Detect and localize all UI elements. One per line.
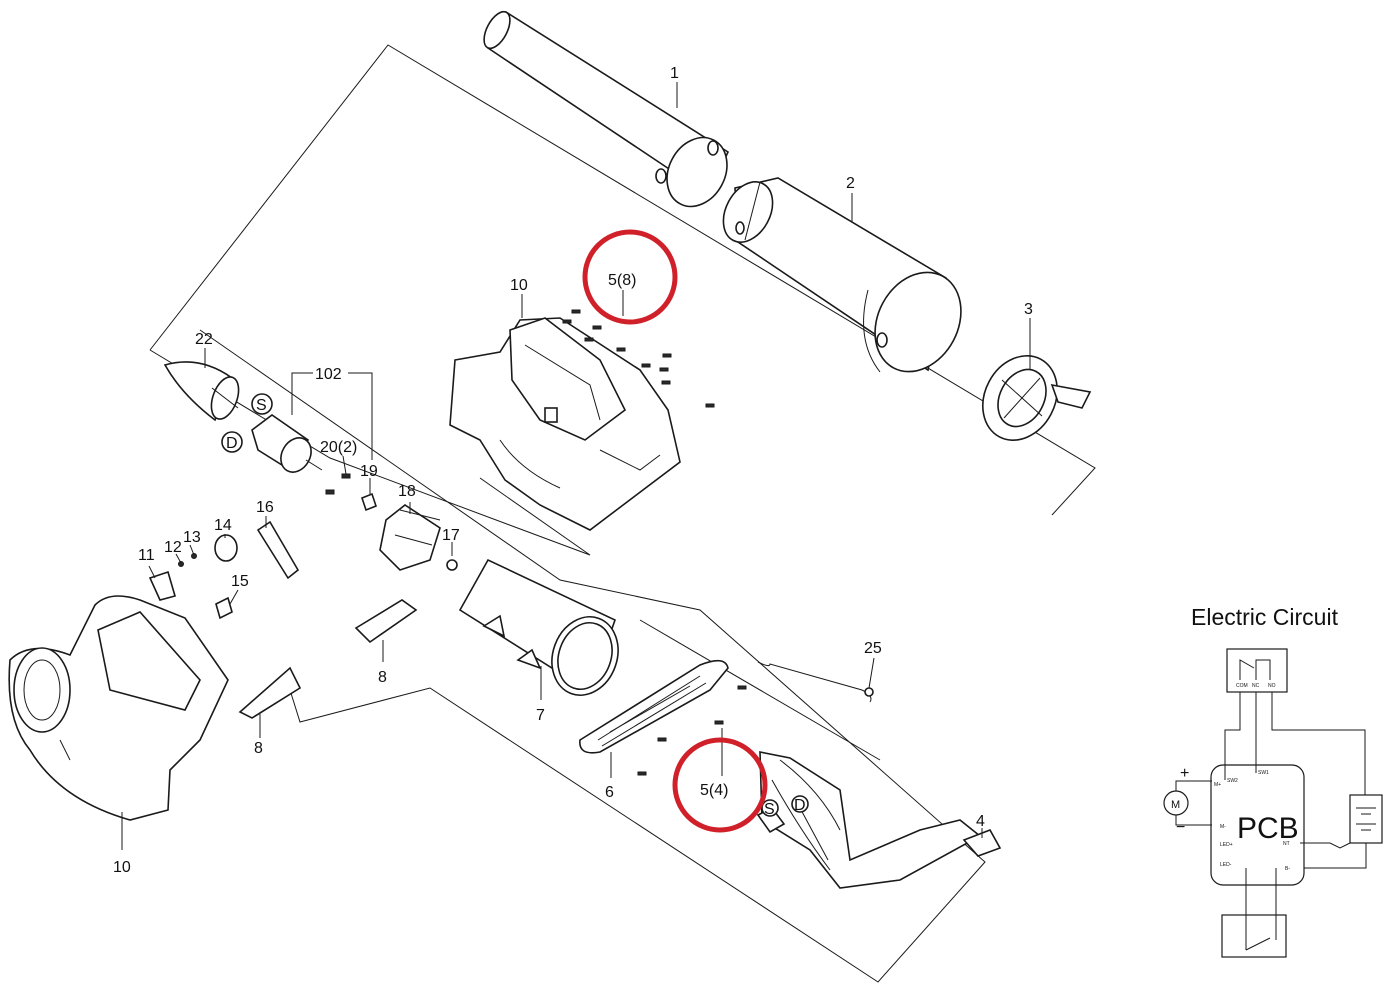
relay-box: [1226, 648, 1288, 693]
callout-18: 18: [398, 483, 416, 500]
part-102-motor: [221, 393, 323, 473]
motor-minus: −: [1176, 819, 1185, 836]
callout-25: 25: [864, 640, 882, 657]
battery-box: [1349, 794, 1383, 844]
callout-22: 22: [195, 331, 213, 348]
callout-8-upper: 8: [378, 669, 387, 686]
callout-5-upper: 5(8): [608, 272, 636, 289]
callout-15: 15: [231, 573, 249, 590]
callout-12: 12: [164, 539, 182, 556]
electric-circuit: Electric Circuit COM NC NO PCB M+ SW2 SW…: [1163, 604, 1383, 958]
part-10-upper-housing: [449, 317, 681, 531]
pin-nc: NC: [1252, 683, 1260, 689]
part-4-switch-harness: [756, 751, 1002, 889]
part-25-spring: [757, 661, 874, 703]
circuit-title: Electric Circuit: [1191, 604, 1339, 630]
screws-5-upper: [562, 309, 715, 408]
callout-7: 7: [536, 707, 545, 724]
part-2-tube: [722, 177, 962, 373]
callout-5-lower: 5(4): [700, 782, 728, 799]
callout-16: 16: [256, 499, 274, 516]
callout-8-lower: 8: [254, 740, 263, 757]
assembly-outline: [149, 44, 1096, 983]
pin-sw2: SW2: [1227, 778, 1238, 784]
highlight-circles: [582, 229, 768, 833]
callout-19: 19: [360, 463, 378, 480]
wire-mark-s-top: S: [256, 397, 267, 414]
pin-sw1: SW1: [1258, 770, 1269, 776]
callout-3: 3: [1024, 301, 1033, 318]
callout-14: 14: [214, 517, 232, 534]
callout-4: 4: [976, 813, 985, 830]
callout-13: 13: [183, 529, 201, 546]
callout-2: 2: [846, 175, 855, 192]
callout-1: 1: [670, 65, 679, 82]
pin-b-minus: B-: [1285, 866, 1290, 872]
motor-plus: +: [1180, 765, 1189, 782]
part-22-nose-cone: [163, 361, 240, 422]
wire-mark-s-bottom: S: [764, 801, 775, 818]
part-6-grille: [579, 659, 729, 754]
callout-10-upper: 10: [510, 277, 528, 294]
pin-led-plus: LED+: [1220, 842, 1233, 848]
pin-m-plus: M+: [1214, 782, 1221, 788]
highlight-circle-upper: [582, 229, 678, 325]
callout-6: 6: [605, 784, 614, 801]
small-parts-11-16: [148, 520, 300, 620]
highlight-circle-lower: [672, 737, 768, 833]
pin-nt: NT: [1283, 841, 1290, 847]
leader-lines: [121, 82, 1031, 850]
part-1-tube: [483, 10, 730, 208]
callout-17: 17: [442, 527, 460, 544]
callout-labels: 1 2 3 4 5(8) 5(4) 6 7 8 8 10 10 11 12 13…: [113, 65, 1033, 876]
callout-102: 102: [315, 366, 342, 383]
switch-box: [1221, 914, 1287, 958]
pin-com: COM: [1236, 683, 1248, 689]
wire-mark-d-top: D: [226, 435, 238, 452]
callout-20: 20(2): [320, 439, 357, 456]
pcb-label: PCB: [1237, 812, 1299, 845]
part-10-lower-housing: [8, 595, 229, 821]
part-3-end-cap: [982, 355, 1092, 441]
callout-10-lower: 10: [113, 859, 131, 876]
small-parts-motor-side: [325, 473, 458, 571]
screws-5-lower: [637, 685, 747, 776]
motor-label: M: [1171, 799, 1180, 811]
wire-mark-d-bottom: D: [794, 797, 806, 814]
pin-led-minus: LED-: [1220, 862, 1232, 868]
part-8-latches: [238, 599, 418, 719]
pin-m-minus: M-: [1220, 824, 1226, 830]
callout-11: 11: [138, 547, 155, 564]
pin-no: NO: [1268, 683, 1276, 689]
part-7-shroud: [458, 558, 619, 696]
